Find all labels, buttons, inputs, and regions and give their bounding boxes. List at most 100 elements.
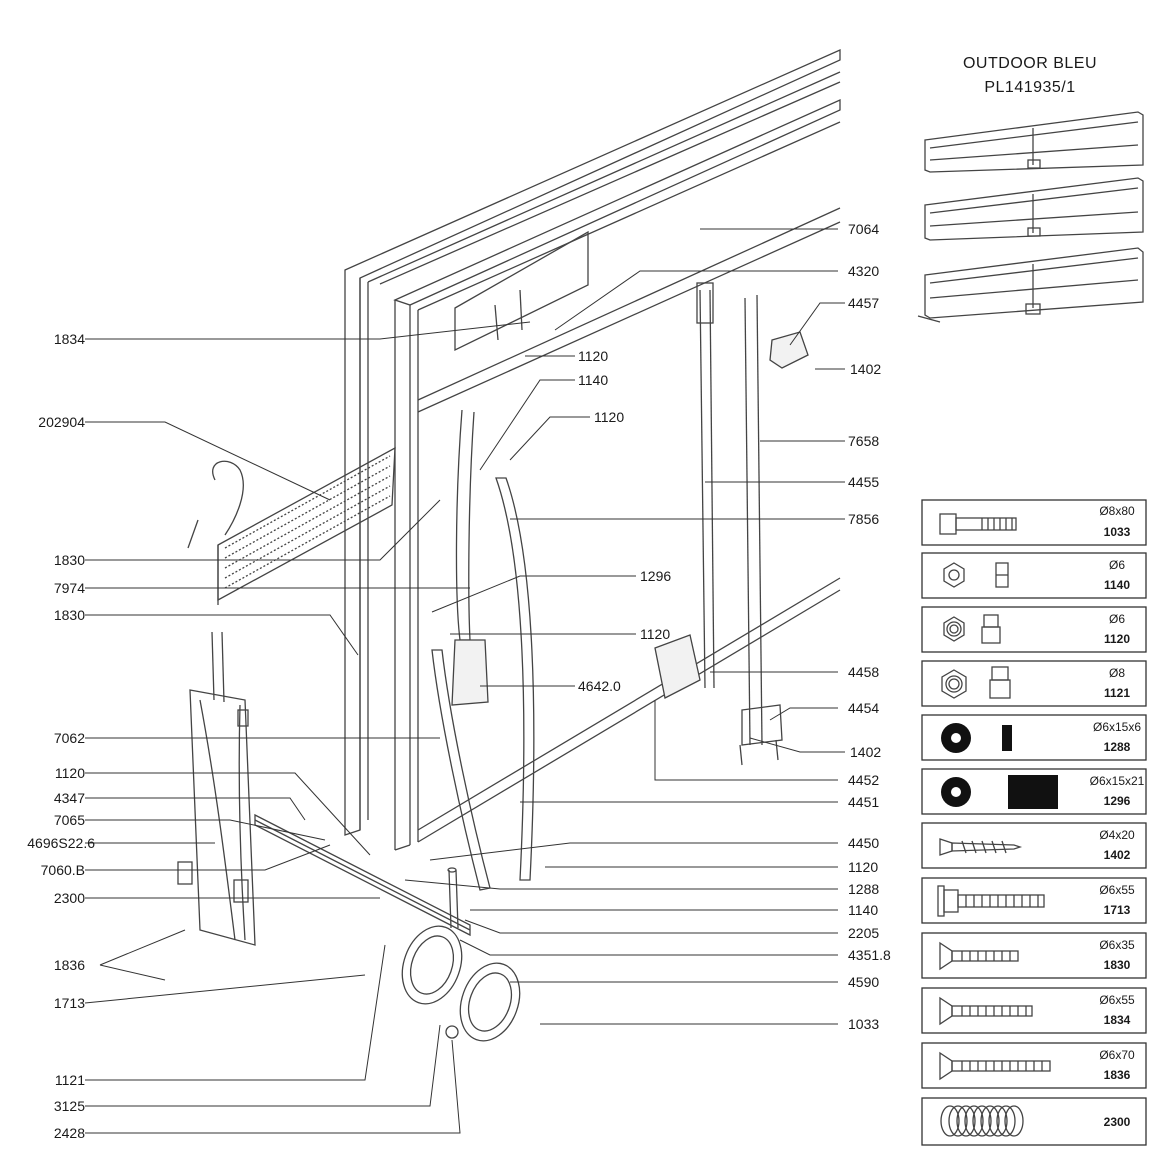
part-label: 7974 <box>54 580 85 596</box>
hardware-item: Ø4x20 1402 <box>921 822 1147 869</box>
hardware-code: 1713 <box>1104 903 1131 917</box>
part-label: 4642.0 <box>578 678 621 694</box>
hardware-code: 1033 <box>1104 525 1131 539</box>
hardware-dimension: Ø8x80 <box>1099 504 1135 518</box>
hardware-dimension: Ø6x55 <box>1099 883 1135 897</box>
part-label: 1140 <box>578 372 608 388</box>
hardware-item: Ø6x55 1834 <box>921 987 1147 1034</box>
hex-nut-icon <box>943 562 1009 588</box>
hardware-item: Ø8 1121 <box>921 660 1147 707</box>
lock-nut-icon <box>941 666 1011 699</box>
hardware-code: 1288 <box>1104 740 1131 754</box>
part-label: 4590 <box>848 974 879 990</box>
hardware-dimension: Ø8 <box>1109 666 1125 680</box>
part-label: 4320 <box>848 263 879 279</box>
net-frame-thumbnail <box>917 247 1144 323</box>
part-label: 4696S22.6 <box>27 835 95 851</box>
part-label: 4451 <box>848 794 879 810</box>
hardware-code: 1120 <box>1104 632 1130 646</box>
hardware-dimension: Ø6 <box>1109 612 1125 626</box>
hardware-dimension: Ø6x55 <box>1099 993 1135 1007</box>
part-label: 4457 <box>848 295 879 311</box>
flange-bolt-icon <box>937 885 1045 917</box>
hardware-code: 1830 <box>1104 958 1131 972</box>
part-label: 2300 <box>54 890 85 906</box>
hardware-dimension: Ø6x70 <box>1099 1048 1135 1062</box>
part-label: 1120 <box>578 348 608 364</box>
support-arms <box>431 409 535 891</box>
part-label: 7658 <box>848 433 879 449</box>
hardware-item: Ø6x35 1830 <box>921 932 1147 979</box>
hardware-code: 1121 <box>1104 686 1130 700</box>
spacer-icon <box>941 775 1058 809</box>
part-label: 1121 <box>55 1072 85 1088</box>
net-frame-thumbnail <box>924 177 1144 241</box>
part-label: 7064 <box>848 221 879 237</box>
right-labels: 7064 4320 4457 1402 7658 4455 7856 4458 … <box>848 221 891 1032</box>
hardware-dimension: Ø6x35 <box>1099 938 1135 952</box>
hardware-code: 2300 <box>1104 1115 1131 1129</box>
part-label: 7060.B <box>41 862 85 878</box>
locking-bars <box>654 282 809 766</box>
part-label: 1120 <box>848 859 878 875</box>
hardware-item: Ø6x55 1713 <box>921 877 1147 924</box>
model-reference: PL141935/1 <box>984 79 1075 96</box>
hardware-item: Ø8x80 1033 <box>921 499 1147 546</box>
hex-bolt-icon <box>939 513 1017 535</box>
middle-labels: 1120 1140 1120 1296 1120 4642.0 <box>578 348 671 694</box>
hardware-code: 1140 <box>1104 578 1130 592</box>
part-label: 1402 <box>850 744 881 760</box>
net-assembly <box>187 446 396 605</box>
hardware-dimension: Ø6x15x21 <box>1090 774 1145 788</box>
part-label: 1120 <box>640 626 670 642</box>
leader-lines <box>84 228 845 1134</box>
part-label: 1296 <box>640 568 671 584</box>
part-label: 4452 <box>848 772 879 788</box>
part-label: 7065 <box>54 812 85 828</box>
hardware-item: Ø6x15x21 1296 <box>921 768 1147 815</box>
net-frame-thumbnails <box>917 111 1144 323</box>
part-label: 1834 <box>54 331 85 347</box>
part-label: 1140 <box>848 902 878 918</box>
part-label: 4347 <box>54 790 85 806</box>
countersunk-screw-icon <box>939 1051 1051 1081</box>
part-label: 1402 <box>850 361 881 377</box>
hardware-item: Ø6 1140 <box>921 552 1147 599</box>
model-name: OUTDOOR BLEU <box>963 55 1097 72</box>
undercarriage <box>254 813 521 1042</box>
split-rings-icon <box>940 1105 1024 1137</box>
part-label: 7856 <box>848 511 879 527</box>
part-label: 4351.8 <box>848 947 891 963</box>
part-label: 4454 <box>848 700 879 716</box>
part-label: 2428 <box>54 1125 85 1141</box>
hardware-item: Ø6 1120 <box>921 606 1147 653</box>
wood-screw-icon <box>939 838 1023 856</box>
hardware-dimension: Ø4x20 <box>1099 828 1135 842</box>
part-label: 1713 <box>54 995 85 1011</box>
part-label: 4450 <box>848 835 879 851</box>
washer-icon <box>941 723 1012 753</box>
part-label: 1120 <box>594 409 624 425</box>
part-label: 1033 <box>848 1016 879 1032</box>
hardware-code: 1402 <box>1104 848 1131 862</box>
part-label: 1288 <box>848 881 879 897</box>
hardware-dimension: Ø6 <box>1109 558 1125 572</box>
part-label: 1120 <box>55 765 85 781</box>
table-top-panels <box>344 48 841 851</box>
part-label: 7062 <box>54 730 85 746</box>
part-label: 3125 <box>54 1098 85 1114</box>
hardware-code: 1834 <box>1104 1013 1131 1027</box>
countersunk-screw-icon <box>939 941 1019 971</box>
lock-nut-icon <box>943 614 1001 644</box>
hardware-code: 1836 <box>1104 1068 1131 1082</box>
part-label: 2205 <box>848 925 879 941</box>
part-label: 202904 <box>38 414 85 430</box>
part-label: 1836 <box>54 957 85 973</box>
part-label: 4455 <box>848 474 879 490</box>
hardware-dimension: Ø6x15x6 <box>1093 720 1141 734</box>
part-label: 1830 <box>54 552 85 568</box>
hardware-code: 1296 <box>1104 794 1131 808</box>
countersunk-screw-icon <box>939 996 1033 1026</box>
left-labels: 1834 202904 1830 7974 1830 7062 1120 434… <box>27 331 95 1141</box>
